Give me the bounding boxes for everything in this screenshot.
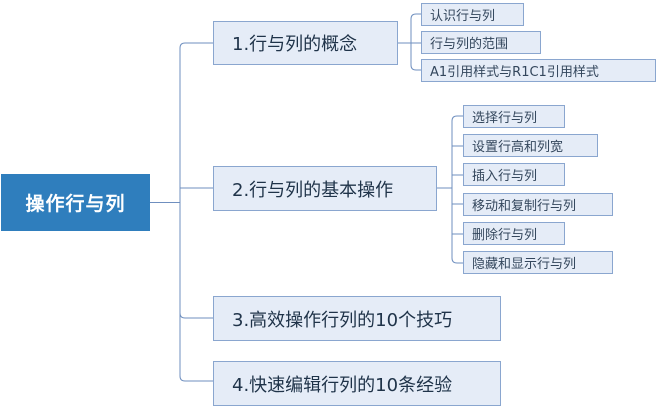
- root-topic[interactable]: 操作行与列: [1, 174, 150, 231]
- main-spine: [179, 48, 213, 382]
- branch-tips[interactable]: 3.高效操作行列的10个技巧: [213, 296, 501, 341]
- branch-2-sub-1: [451, 115, 463, 122]
- sub-topic[interactable]: 设置行高和列宽: [463, 134, 598, 157]
- sub-topic[interactable]: 隐藏和显示行与列: [463, 251, 613, 274]
- sub-topic[interactable]: 删除行与列: [463, 222, 565, 245]
- sub-topic[interactable]: 认识行与列: [421, 3, 524, 26]
- branch-3-connector: [179, 312, 213, 319]
- branch-1-sub-spine: [410, 19, 421, 71]
- branch-basic-operations[interactable]: 2.行与列的基本操作: [213, 166, 437, 211]
- sub-topic[interactable]: A1引用样式与R1C1引用样式: [421, 59, 656, 82]
- sub-topic[interactable]: 选择行与列: [463, 105, 565, 128]
- branch-1-sub-1: [410, 13, 421, 20]
- branch-2-sub-spine: [451, 121, 463, 264]
- branch-1-connector: [179, 42, 213, 49]
- branch-experience[interactable]: 4.快速编辑行列的10条经验: [213, 361, 501, 406]
- sub-topic[interactable]: 插入行与列: [463, 163, 565, 186]
- sub-topic[interactable]: 移动和复制行与列: [463, 193, 613, 216]
- branch-concept[interactable]: 1.行与列的概念: [213, 21, 398, 65]
- sub-topic[interactable]: 行与列的范围: [421, 31, 541, 54]
